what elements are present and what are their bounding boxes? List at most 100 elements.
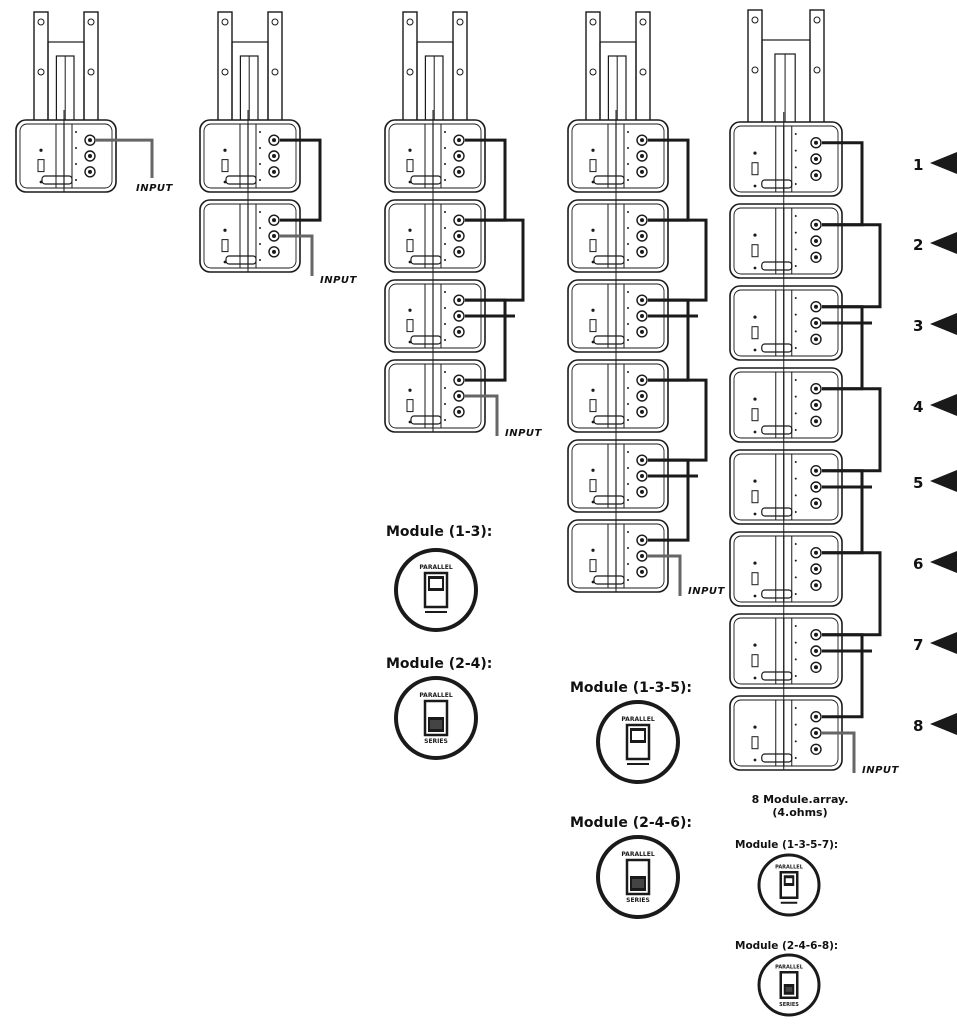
- module-switch: [37, 159, 45, 173]
- rail-dot: [794, 477, 797, 480]
- connector-pin-2: [457, 234, 461, 238]
- number-label-8: 8: [913, 717, 924, 735]
- module-handle: [593, 575, 625, 585]
- module-handle: [41, 175, 73, 185]
- connector-pin-2: [457, 314, 461, 318]
- switch-4-a: PARALLEL: [394, 548, 478, 632]
- connector-pin-2: [272, 154, 276, 158]
- module-switch: [751, 736, 759, 750]
- rail-dot: [794, 297, 797, 299]
- number-label-1: 1: [913, 156, 924, 174]
- module-handle: [761, 589, 793, 599]
- arrow-8: [930, 713, 957, 735]
- rail-dot: [444, 419, 446, 421]
- input-cable-5: [822, 731, 856, 773]
- rail-dot: [444, 147, 446, 149]
- module-switch: [406, 399, 414, 413]
- rail-dot: [444, 227, 446, 229]
- bracket-hole: [639, 18, 647, 26]
- module-4-4: [567, 359, 669, 433]
- switch-text-parallel: PARALLEL: [621, 851, 654, 858]
- connector-pin-2: [814, 485, 818, 489]
- bracket-hole: [271, 68, 279, 76]
- module-4-1: [567, 119, 669, 193]
- module-switch: [751, 572, 759, 586]
- module-outline: [199, 119, 301, 193]
- rail-dot: [627, 563, 629, 565]
- connector-pin-3: [272, 249, 276, 254]
- module-led: [223, 148, 227, 152]
- module-5-6: [729, 531, 843, 607]
- rail-dot: [259, 179, 261, 181]
- rail-dot: [627, 211, 629, 213]
- module-led: [753, 397, 757, 401]
- module-switch: [751, 654, 759, 668]
- rail-dot: [794, 313, 797, 316]
- connector-pin-2: [640, 554, 644, 558]
- module-led: [753, 479, 757, 483]
- module-led: [591, 228, 595, 232]
- module-handle: [593, 415, 625, 425]
- switch-text-parallel: PARALLEL: [775, 864, 804, 870]
- rail-dot: [627, 467, 629, 469]
- connector-pin-1: [640, 378, 644, 383]
- connector-pin-1: [88, 138, 92, 143]
- switch-6-a: PARALLEL: [596, 700, 680, 784]
- module-switch: [589, 319, 597, 333]
- rail-dot: [627, 131, 629, 133]
- connector-pin-3: [640, 249, 644, 254]
- module-switch: [589, 239, 597, 253]
- switch-knob-face: [632, 731, 644, 740]
- connector-pin-2: [272, 234, 276, 238]
- connector-pin-3: [814, 583, 818, 588]
- module-led: [591, 548, 595, 552]
- bracket-hole: [87, 18, 95, 26]
- rail-dot: [794, 248, 797, 251]
- number-label-3: 3: [913, 317, 924, 335]
- connector-pin-2: [640, 314, 644, 318]
- switch-label-4-a: Module (1-3):: [386, 524, 493, 540]
- module-switch: [751, 326, 759, 340]
- arrow-6: [930, 551, 957, 573]
- connector-pin-1: [457, 138, 461, 143]
- link-cable-3-3: [465, 298, 507, 382]
- rail-dot: [444, 323, 446, 325]
- number-label-6: 6: [913, 555, 924, 573]
- rail-dot: [259, 243, 261, 245]
- connector-pin-3: [814, 337, 818, 342]
- rail-dot: [627, 339, 629, 341]
- rail-dot: [794, 379, 797, 381]
- connector-pin-3: [640, 329, 644, 334]
- rail-dot: [794, 265, 797, 267]
- connector-pin-2: [814, 649, 818, 653]
- input-cable-4: [648, 554, 682, 596]
- bracket-hole: [221, 18, 229, 26]
- module-led: [591, 388, 595, 392]
- rail-dot: [794, 395, 797, 398]
- rail-dot: [794, 429, 797, 431]
- rail-dot: [794, 494, 797, 497]
- rail-dot: [627, 387, 629, 389]
- module-5-2: [729, 203, 843, 279]
- module-handle: [225, 175, 257, 185]
- module-switch: [406, 239, 414, 253]
- number-label-5: 5: [913, 474, 924, 492]
- bracket-hole: [456, 68, 464, 76]
- module-led: [408, 148, 412, 152]
- connector-pin-2: [640, 154, 644, 158]
- rail-dot: [627, 163, 629, 165]
- module-screw: [753, 512, 757, 516]
- rail-dot: [794, 658, 797, 661]
- array-title-line-1: 8 Module.array.: [751, 793, 849, 806]
- connector-pin-2: [88, 154, 92, 158]
- rail-dot: [444, 163, 446, 165]
- connector-pin-2: [814, 157, 818, 161]
- rail-dot: [627, 403, 629, 405]
- switch-label-6-b: Module (2-4-6):: [570, 815, 692, 831]
- switch-text-series: SERIES: [424, 738, 448, 745]
- module-5-1: [729, 121, 843, 197]
- rail-dot: [627, 579, 629, 581]
- rail-dot: [444, 179, 446, 181]
